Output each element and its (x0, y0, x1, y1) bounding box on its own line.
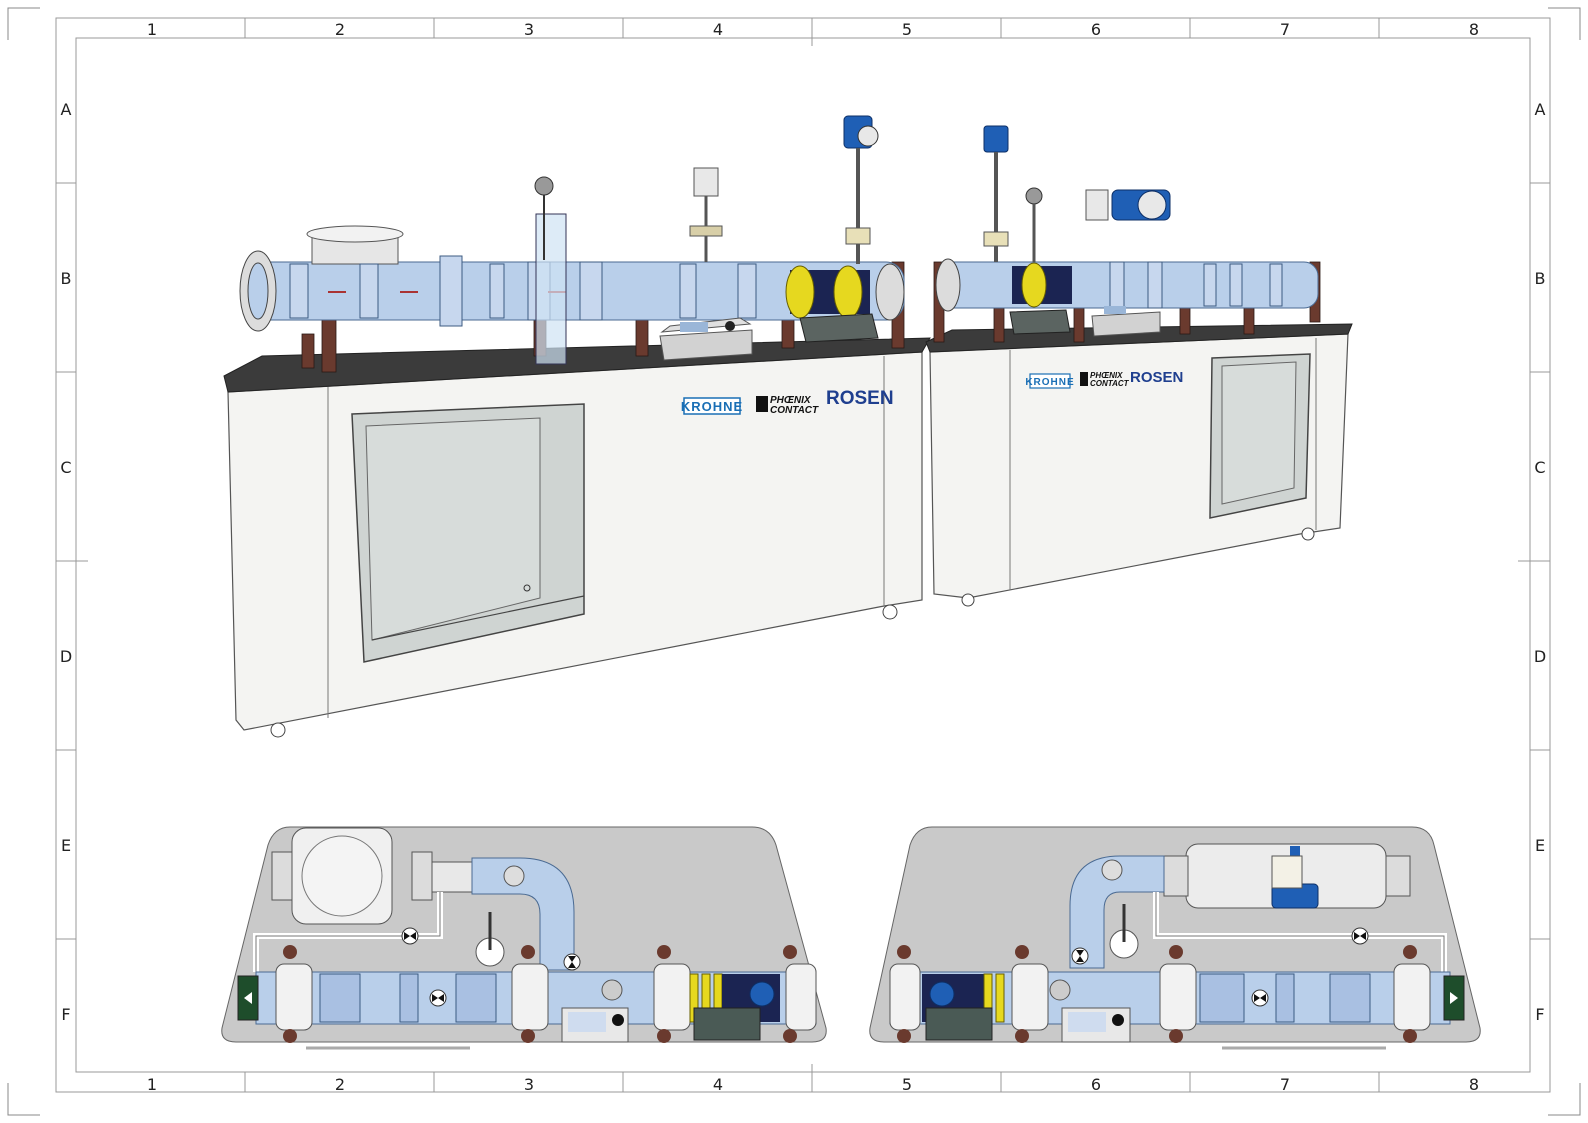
row-label: E (61, 836, 71, 855)
right-density-transmitter (983, 125, 1009, 262)
col-label: 7 (1280, 1075, 1290, 1094)
rosen-logo: ROSEN (826, 388, 894, 409)
right-plan-display-panel (925, 1007, 993, 1041)
left-tablet-display (799, 313, 879, 343)
col-label: 2 (335, 1075, 345, 1094)
blue-cap-fitting (1271, 846, 1319, 909)
yellow-ring-meter (785, 263, 905, 321)
valve-icon (401, 927, 419, 945)
col-label: 4 (713, 1075, 723, 1094)
valve-icon (563, 953, 581, 971)
column-labels-top: 1 2 3 4 5 6 7 8 (147, 20, 1479, 39)
column-dividers (244, 18, 1380, 1092)
row-label: C (60, 458, 71, 477)
temperature-sensor (1025, 187, 1043, 262)
right-yellow-ring-meter (1012, 262, 1072, 308)
valve-icon (1351, 927, 1369, 945)
phoenix-contact-logo: PHŒNIX CONTACT (756, 395, 819, 416)
svg-text:CONTACT: CONTACT (1090, 379, 1130, 388)
left-plan-ring-stack (319, 973, 497, 1023)
row-label: F (61, 1005, 70, 1024)
left-wheel (882, 604, 898, 620)
right-plan-clamps (889, 963, 1431, 1031)
krohne-logo-right: KROHNE (1025, 373, 1074, 389)
col-label: 3 (524, 1075, 534, 1094)
col-label: 1 (147, 20, 157, 39)
svg-text:KROHNE: KROHNE (1025, 377, 1074, 388)
valve-icon (1071, 947, 1089, 965)
left-plan-display-panel (693, 1007, 761, 1041)
right-plan-support-posts (897, 945, 1417, 1043)
col-label: 5 (902, 1075, 912, 1094)
col-label: 8 (1469, 1075, 1479, 1094)
krohne-logo: KROHNE (681, 397, 743, 415)
col-label: 1 (147, 1075, 157, 1094)
density-transmitter (843, 115, 879, 264)
row-label: B (61, 269, 72, 288)
row-label: D (1534, 647, 1546, 666)
col-label: 3 (524, 20, 534, 39)
row-label: F (1535, 1005, 1544, 1024)
right-ring-segments (1109, 261, 1283, 309)
transmitter-top-icon-right (929, 981, 955, 1007)
right-test-rig: KROHNE PHŒNIX CONTACT ROSEN (925, 125, 1353, 607)
left-plan-support-posts (283, 945, 797, 1043)
pressure-transmitter (689, 167, 723, 262)
left-plan-clamps (275, 963, 817, 1031)
level-sensor (534, 176, 554, 260)
right-plan-ring-stack (1199, 973, 1371, 1023)
col-label: 7 (1280, 20, 1290, 39)
right-tablet-display (1009, 309, 1071, 335)
svg-text:PHŒNIX: PHŒNIX (1090, 371, 1123, 380)
column-labels-bottom: 1 2 3 4 5 6 7 8 (147, 1075, 1479, 1094)
valve-icon (1251, 989, 1269, 1007)
col-label: 2 (335, 20, 345, 39)
phoenix-contact-logo-right: PHŒNIX CONTACT (1080, 371, 1130, 388)
right-blue-elbow (1069, 855, 1165, 969)
crop-marks (7, 7, 1581, 1116)
inner-frame (75, 37, 1531, 1073)
row-label: A (1535, 100, 1546, 119)
right-main-pipe (937, 261, 1319, 309)
svg-text:KROHNE: KROHNE (681, 399, 743, 414)
transmitter-top-icon (749, 981, 775, 1007)
row-dividers (56, 182, 1550, 940)
svg-text:CONTACT: CONTACT (770, 405, 819, 416)
right-top-view (869, 826, 1481, 1050)
row-label: E (1535, 836, 1545, 855)
svg-text:PHŒNIX: PHŒNIX (770, 395, 812, 406)
row-label: A (61, 100, 72, 119)
right-wheel (961, 593, 975, 607)
left-test-rig: KROHNE PHŒNIX CONTACT ROSEN (223, 115, 931, 738)
row-label: D (60, 647, 72, 666)
outer-frame (55, 17, 1551, 1093)
col-label: 4 (713, 20, 723, 39)
left-control-unit (659, 317, 753, 361)
row-label: C (1534, 458, 1545, 477)
col-label: 6 (1091, 1075, 1101, 1094)
left-top-view (221, 826, 827, 1050)
left-wheel (270, 722, 286, 738)
row-labels-left: A B C D E F (60, 100, 72, 1024)
col-label: 6 (1091, 20, 1101, 39)
right-wheel (1301, 527, 1315, 541)
rosen-logo-right: ROSEN (1130, 369, 1183, 386)
row-labels-right: A B C D E F (1534, 100, 1546, 1024)
row-label: B (1535, 269, 1546, 288)
col-label: 8 (1469, 20, 1479, 39)
col-label: 5 (902, 20, 912, 39)
right-control-unit (1091, 306, 1161, 337)
sight-glass-column (535, 213, 567, 365)
left-countertop (223, 337, 931, 393)
flow-converter-display (1085, 189, 1171, 221)
valve-icon (429, 989, 447, 1007)
